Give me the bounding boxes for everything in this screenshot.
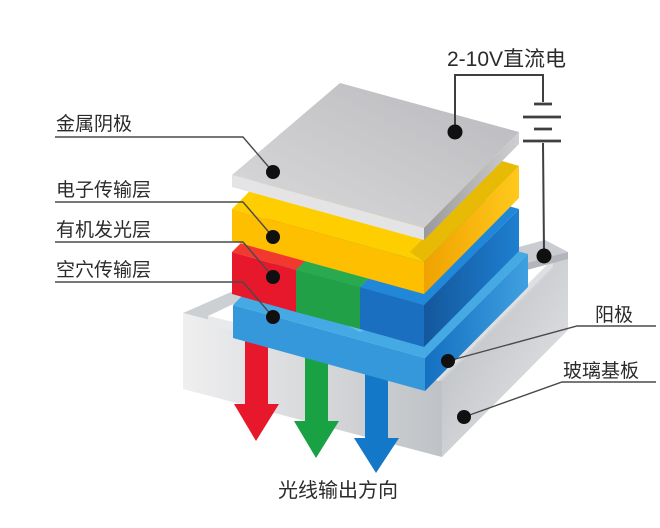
callout-line (463, 381, 656, 418)
callout-line (447, 325, 656, 362)
blue-block-front-face (360, 287, 424, 347)
cathode-front-right-face (424, 132, 519, 240)
callout-dot (441, 354, 455, 368)
callout-dot (266, 270, 280, 284)
eml-label: 有机发光层 (56, 219, 151, 241)
red-light-arrow (234, 336, 279, 441)
blue-block-right-face (424, 209, 519, 347)
etl-label: 电子传输层 (56, 179, 151, 201)
anode-contact-dot (536, 248, 552, 264)
callout-anode: 阳极 (441, 304, 656, 368)
green-block-front-face (296, 270, 360, 329)
callouts-right: 阳极 玻璃基板 (441, 304, 656, 424)
etl-front-left-face (232, 209, 424, 294)
substrate-label: 玻璃基板 (563, 360, 639, 382)
cathode-top-face (232, 83, 519, 228)
callout-dot (266, 310, 280, 324)
green-light-arrow (294, 352, 339, 458)
callout-substrate: 玻璃基板 (457, 360, 656, 424)
callouts-left: 金属阴极 电子传输层 有机发光层 空穴传输层 (55, 113, 280, 324)
light-output-arrows (234, 336, 399, 473)
callout-dot (457, 410, 471, 424)
callout-htl: 空穴传输层 (55, 259, 280, 324)
blue-light-arrow (354, 368, 399, 473)
etl-front-right-face (424, 166, 519, 294)
metal-cathode-layer (232, 83, 519, 240)
callout-dot (266, 165, 280, 179)
callout-line (55, 201, 274, 238)
light-output-label: 光线输出方向 (278, 479, 398, 502)
cathode-label: 金属阴极 (56, 113, 132, 135)
callout-cathode: 金属阴极 (55, 113, 280, 179)
callout-line (55, 136, 274, 173)
substrate-front-right-face (442, 254, 568, 457)
cathode-wire (454, 74, 544, 130)
callout-dot (266, 230, 280, 244)
power-circuit: 2-10V直流电 (447, 48, 566, 264)
callout-line (55, 281, 274, 318)
htl-label: 空穴传输层 (56, 259, 151, 281)
callout-line (55, 241, 274, 278)
htl-front-left-face (233, 305, 425, 391)
anode-wire (542, 142, 545, 253)
cathode-contact-dot (447, 124, 463, 140)
anode-label: 阳极 (595, 304, 633, 326)
battery-icon (523, 102, 561, 143)
cathode-front-left-face (232, 175, 424, 240)
callout-eml: 有机发光层 (55, 219, 280, 284)
red-block-front-face (232, 252, 296, 312)
callout-etl: 电子传输层 (55, 179, 280, 244)
etl-top-shadow (410, 160, 519, 262)
power-label: 2-10V直流电 (447, 48, 566, 71)
